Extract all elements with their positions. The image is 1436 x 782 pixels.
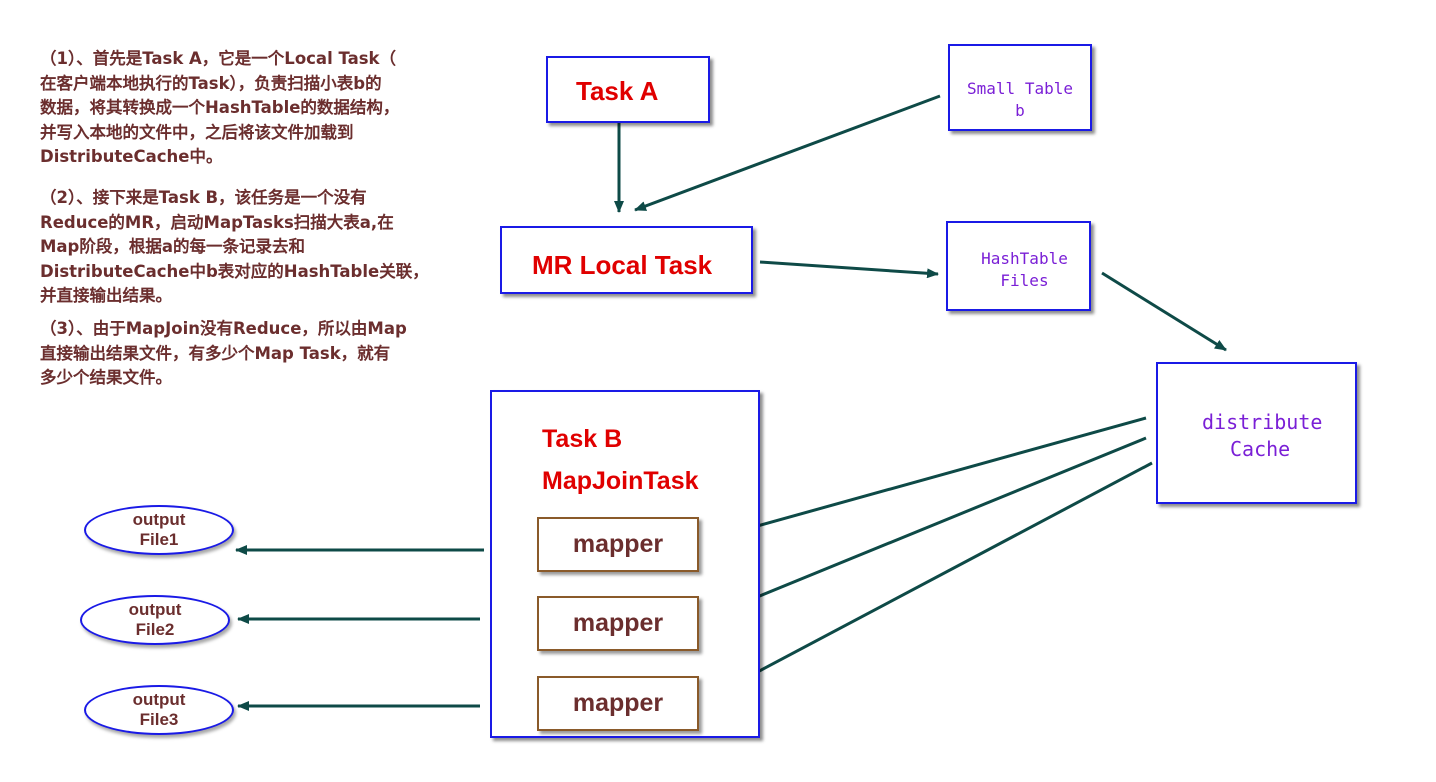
arrow-cache-to-mapper2 (717, 436, 1147, 615)
mr-local-task-label: MR Local Task (532, 250, 713, 280)
mapper-1: mapper (537, 517, 699, 572)
note-1: （1）、首先是Task A，它是一个Local Task（在客户端本地执行的Ta… (40, 49, 400, 166)
arrow-cache-to-mapper1 (713, 416, 1147, 540)
mapper-2: mapper (537, 596, 699, 651)
task-a-label: Task A (576, 76, 659, 106)
mapjoin-task-label: MapJoinTask (542, 467, 699, 495)
mapper-3: mapper (537, 676, 699, 731)
task-b-label: Task B (542, 425, 623, 453)
task-a-box: Task A (546, 56, 710, 123)
mr-local-task-box: MR Local Task (500, 226, 753, 294)
distribute-cache-label: distribute Cache (1202, 410, 1323, 461)
arrow-mrlocal-to-hashtable (759, 260, 939, 279)
arrow-smalltable-to-mrlocal (634, 94, 941, 212)
arrow-cache-to-mapper3 (713, 461, 1153, 697)
arrow-hashtable-to-cache (1101, 271, 1227, 352)
distribute-cache-box: distribute Cache (1156, 362, 1357, 504)
